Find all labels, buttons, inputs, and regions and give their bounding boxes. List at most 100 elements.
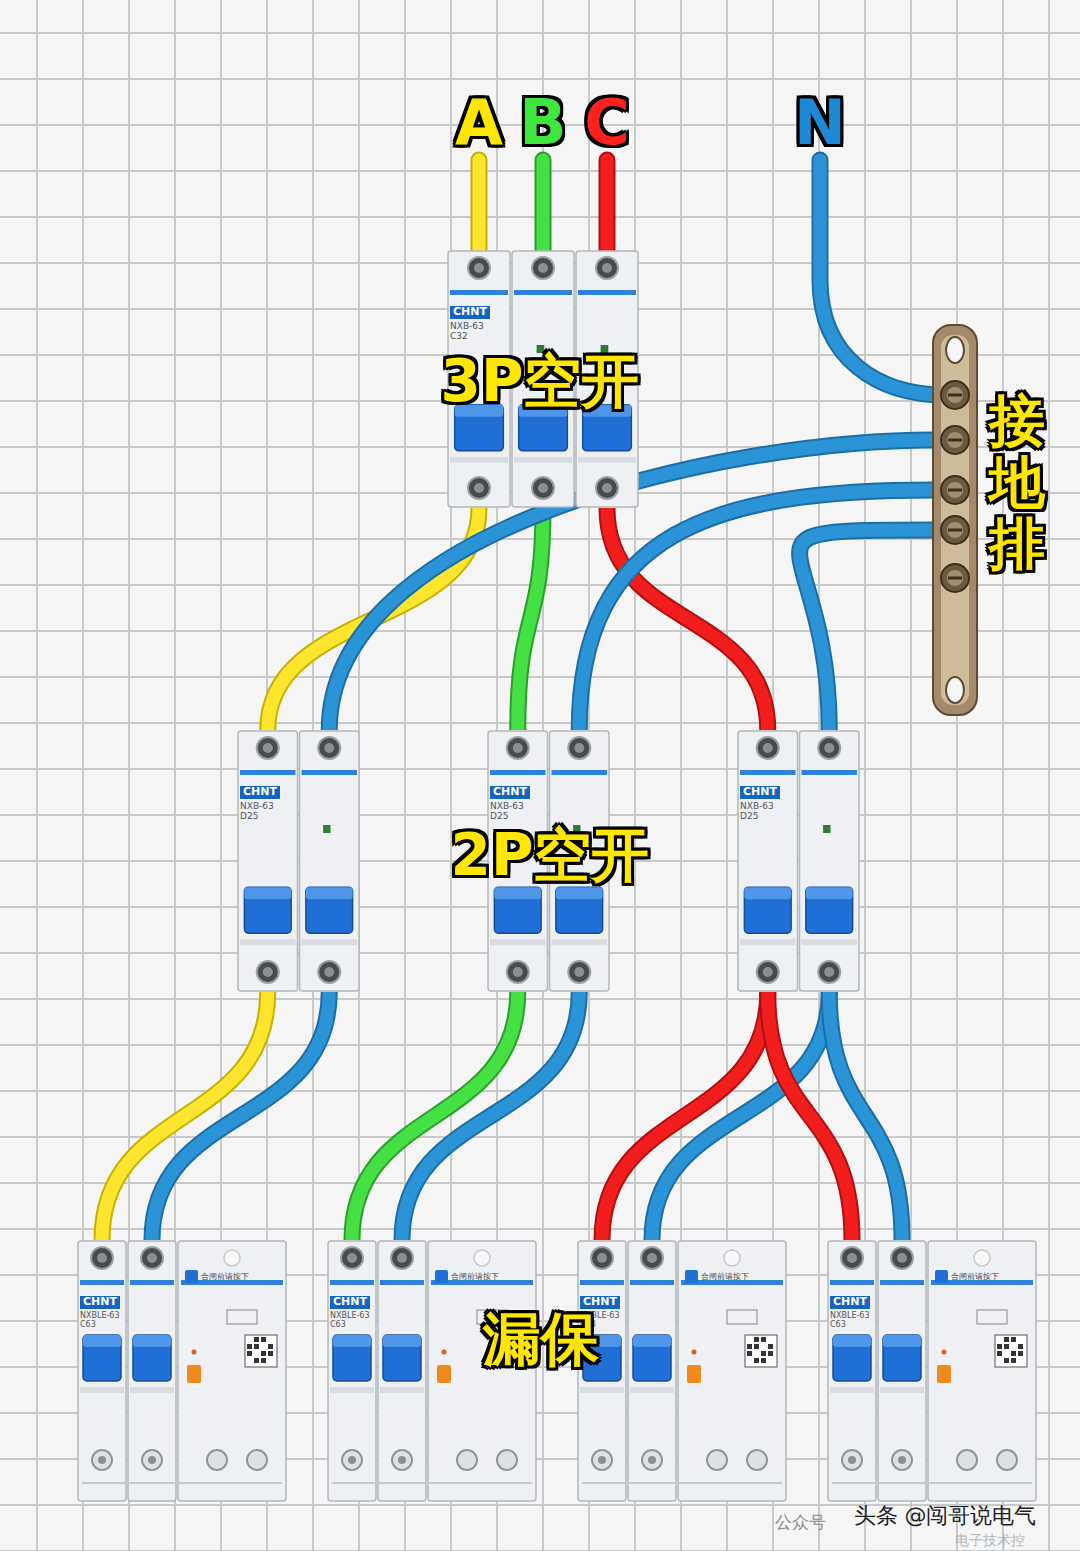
wire-connector — [402, 992, 579, 1240]
handle-slot — [552, 939, 608, 945]
wire-outline — [518, 508, 543, 730]
part-label: 3P空开 — [441, 352, 640, 410]
handle-top — [494, 887, 541, 899]
terminal-screw — [898, 1456, 906, 1464]
qr-code — [745, 1335, 777, 1367]
qr-dot — [761, 1351, 766, 1356]
handle-slot — [880, 1387, 924, 1393]
handle-slot — [80, 1387, 124, 1393]
brand-logo: CHNT — [80, 1296, 120, 1309]
base-line — [582, 1482, 782, 1484]
terminal-screw — [824, 967, 834, 977]
handle-top — [333, 1335, 371, 1347]
handle-slot — [380, 1387, 424, 1393]
terminal-screw — [538, 483, 548, 493]
handle-slot — [740, 939, 796, 945]
pole-body — [238, 731, 298, 991]
test-button — [687, 1365, 701, 1383]
screw-slot — [948, 394, 962, 397]
instruction-text: 合闸前请按下 — [451, 1272, 533, 1281]
blue-stripe — [380, 1280, 424, 1285]
reset-button — [935, 1270, 948, 1283]
qr-dot — [761, 1337, 766, 1342]
switch-handle — [556, 887, 603, 933]
label-area: CHNTNXB-63D25 — [490, 780, 546, 821]
terminal-screw — [324, 743, 334, 753]
rcd-breaker: CHNTNXBLE-63C63合闸前请按下 — [77, 1240, 287, 1502]
qr-dot — [254, 1358, 259, 1363]
screw-slot — [948, 529, 962, 532]
handle-slot — [514, 457, 572, 463]
handle-slot — [578, 457, 636, 463]
screw-slot — [948, 489, 962, 492]
qr-dot — [261, 1351, 266, 1356]
reset-button — [435, 1270, 448, 1283]
qr-dot — [761, 1358, 766, 1363]
wire-outline — [800, 530, 935, 730]
indicator-dot — [942, 1350, 947, 1355]
qr-dot — [768, 1351, 773, 1356]
wire-outline — [829, 992, 902, 1240]
model-number: NXB-63 — [240, 801, 296, 811]
neutral-wire — [820, 160, 945, 395]
terminal-screw — [97, 1253, 107, 1263]
terminal-screw — [824, 743, 834, 753]
terminal-screw — [602, 483, 612, 493]
qr-dot — [261, 1337, 266, 1342]
screw-head — [947, 432, 963, 448]
watermark: 公众号 — [775, 1514, 826, 1531]
indicator-dot — [192, 1350, 197, 1355]
rcd-breaker: CHNTNXBLE-63C63合闸前请按下 — [827, 1240, 1037, 1502]
rcd-breaker: CHNTNXBLE-63C63合闸前请按下 — [327, 1240, 537, 1502]
wire-connector — [829, 992, 902, 1240]
blue-stripe — [330, 1280, 374, 1285]
brand-logo: CHNT — [240, 786, 280, 799]
terminal-screw — [397, 1253, 407, 1263]
handle-slot — [490, 939, 546, 945]
top-terminal — [757, 737, 779, 759]
handle-slot — [802, 939, 858, 945]
copper-bar — [933, 325, 977, 715]
bottom-terminal — [257, 961, 279, 983]
pole-body — [628, 1241, 676, 1501]
switch-handle — [806, 887, 853, 933]
pole-body — [328, 1241, 376, 1501]
circuit-breaker: CHNTNXB-63D25 — [737, 730, 860, 992]
indicator-dot — [442, 1350, 447, 1355]
bottom-terminal — [318, 961, 340, 983]
top-terminal — [257, 737, 279, 759]
switch-handle — [455, 405, 504, 451]
bottom-terminal — [957, 1450, 977, 1470]
rating: C32 — [450, 331, 508, 341]
switch-handle — [883, 1335, 921, 1381]
wire — [579, 490, 935, 730]
switch-handle — [333, 1335, 371, 1381]
qr-dot — [247, 1344, 252, 1349]
bottom-terminal — [707, 1450, 727, 1470]
blue-stripe — [130, 1280, 174, 1285]
terminal-screw — [398, 1456, 406, 1464]
qr-dot — [754, 1358, 759, 1363]
reset-button — [185, 1270, 198, 1283]
terminal-screw — [474, 263, 484, 273]
bottom-terminal — [497, 1450, 517, 1470]
handle-slot — [302, 939, 358, 945]
bar-screw — [941, 516, 969, 544]
top-terminal — [891, 1247, 913, 1269]
wire — [402, 992, 579, 1240]
pole-body — [738, 731, 798, 991]
circuit-breaker: CHNTNXB-63D25 — [237, 730, 360, 992]
qr-dot — [747, 1344, 752, 1349]
test-button — [937, 1365, 951, 1383]
leakage-module — [178, 1241, 286, 1501]
leakage-module — [678, 1241, 786, 1501]
label-area: 合闸前请按下 — [701, 1272, 783, 1281]
top-terminal — [641, 1247, 663, 1269]
qr-dot — [997, 1351, 1002, 1356]
brand-logo: CHNT — [740, 786, 780, 799]
indicator-dot — [692, 1350, 697, 1355]
leakage-module — [428, 1241, 536, 1501]
blue-stripe — [240, 770, 296, 775]
handle-top — [883, 1335, 921, 1347]
device-outline — [827, 1240, 1037, 1502]
